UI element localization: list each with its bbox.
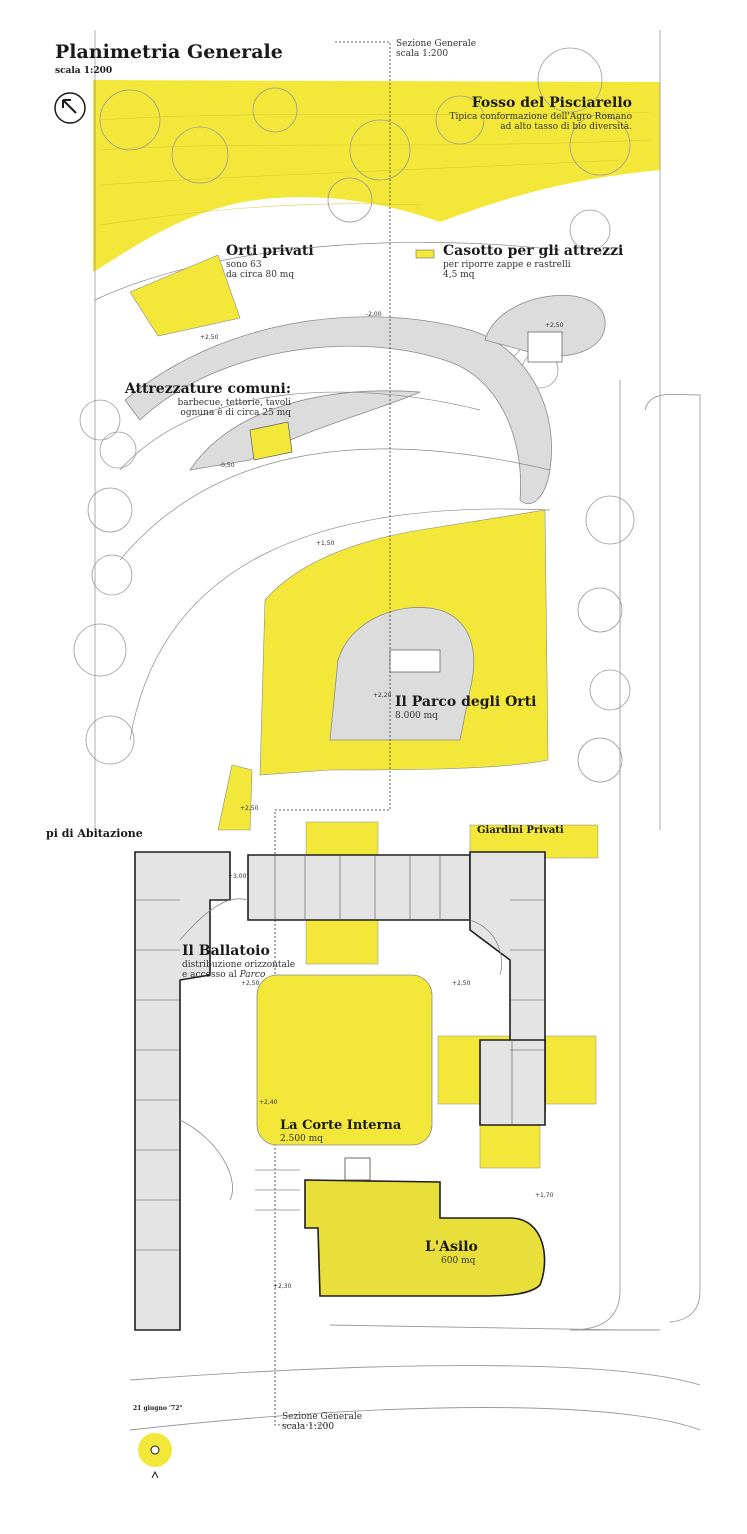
level-marker: +2,50	[452, 980, 471, 987]
fosso-line1: Tipica conformazione dell'Agro Romano	[449, 111, 633, 122]
level-marker: +2,30	[273, 1283, 292, 1290]
asilo-title: L'Asilo	[425, 1239, 478, 1255]
parco-title: Il Parco degli Orti	[395, 694, 537, 710]
orti-line2: da circa 80 mq	[226, 269, 295, 280]
page-scale: scala 1:200	[55, 66, 113, 76]
section-label-top: Sezione Generale scala 1:200	[396, 39, 476, 59]
attrezzature-title: Attrezzature comuni:	[124, 381, 291, 397]
asilo-line1: 600 mq	[441, 1255, 476, 1266]
fosso-title: Fosso del Pisciarello	[471, 95, 632, 111]
parco-line1: 8.000 mq	[395, 710, 438, 721]
ramp	[217, 764, 253, 831]
casotto-line2: 4,5 mq	[443, 269, 475, 280]
contour-lines	[99, 111, 651, 226]
level-marker: +2,50	[241, 980, 260, 987]
casotto-line1: per riporre zappe e rastrelli	[443, 259, 571, 270]
level-marker: +2,40	[259, 1099, 278, 1106]
section-title-top: Sezione Generale	[396, 39, 477, 49]
fosso-area	[93, 80, 660, 272]
attrezzature-line2: ognuna è di circa 25 mq	[180, 407, 291, 418]
casotto-swatch	[415, 249, 435, 259]
level-marker: +1,50	[316, 540, 335, 547]
asilo-entrance	[344, 1157, 371, 1181]
orti-line1: sono 63	[226, 259, 262, 270]
parco-pavilion	[389, 649, 441, 673]
label-casotto: Casotto per gli attrezzi per riporre zap…	[443, 243, 624, 280]
ballatoio-line1: distribuzione orizzontale	[182, 959, 296, 970]
level-marker: -2,00	[366, 311, 382, 318]
level-marker: +2,50	[200, 334, 219, 341]
sun-icon	[138, 1433, 172, 1479]
orti-plot	[129, 254, 241, 337]
label-parco: Il Parco degli Orti 8.000 mq	[395, 694, 537, 721]
fosso-line2: ad alto tasso di bio diversità.	[500, 121, 632, 132]
label-fosso: Fosso del Pisciarello Tipica conformazio…	[449, 95, 633, 132]
plots	[94, 30, 661, 830]
level-marker: +2,20	[373, 692, 392, 699]
ballatoio-line2-text: e accesso al	[182, 969, 240, 980]
corridors	[179, 898, 503, 1211]
section-cut	[274, 41, 391, 1426]
section-scale-bottom: scala 1:200	[282, 1422, 335, 1433]
section-title-bottom: Sezione Generale	[282, 1412, 363, 1422]
label-attrezzature: Attrezzature comuni: barbecue, tettorie,…	[124, 381, 291, 418]
level-marker: +2,50	[240, 805, 259, 812]
level-marker: +1,70	[535, 1192, 554, 1199]
corte-line1: 2.500 mq	[280, 1133, 323, 1144]
casotto-title: Casotto per gli attrezzi	[443, 243, 624, 259]
buildings	[134, 851, 546, 1331]
orti-title: Orti privati	[226, 243, 314, 259]
label-sun: 21 giugno ’72°	[133, 1405, 183, 1412]
label-orti: Orti privati sono 63 da circa 80 mq	[226, 243, 314, 280]
corte-area	[256, 974, 433, 1146]
section-scale-top: scala 1:200	[396, 49, 449, 60]
ballatoio-line2-em: Parco	[239, 969, 266, 980]
page-title: Planimetria Generale	[55, 41, 283, 63]
level-marker: +3,00	[228, 873, 247, 880]
parco-center	[329, 607, 475, 741]
corte-title: La Corte Interna	[280, 1118, 402, 1133]
section-label-bottom: Sezione Generale scala 1:200	[282, 1412, 362, 1432]
ballatoio-line2: e accesso al Parco	[182, 970, 295, 980]
north-arrow-icon	[54, 92, 86, 124]
label-corte: La Corte Interna 2.500 mq	[280, 1118, 402, 1144]
ballatoio-title: Il Ballatoio	[182, 943, 270, 959]
label-ballatoio: Il Ballatoio distribuzione orizzontale e…	[182, 943, 296, 980]
roads	[129, 380, 701, 1431]
label-abitazione: pi di Abitazione	[46, 827, 143, 840]
casotto-building	[527, 331, 563, 363]
level-marker: -0,50	[219, 462, 235, 469]
building-partitions	[135, 855, 545, 1251]
label-asilo: L'Asilo 600 mq	[425, 1239, 478, 1266]
asilo-building	[304, 1179, 546, 1297]
attrezzature-hut	[249, 421, 293, 461]
attrezzature-line1: barbecue, tettorie, tavoli	[177, 397, 291, 408]
label-giardini: Giardini Privati	[477, 825, 564, 836]
level-marker: +2,50	[545, 322, 564, 329]
